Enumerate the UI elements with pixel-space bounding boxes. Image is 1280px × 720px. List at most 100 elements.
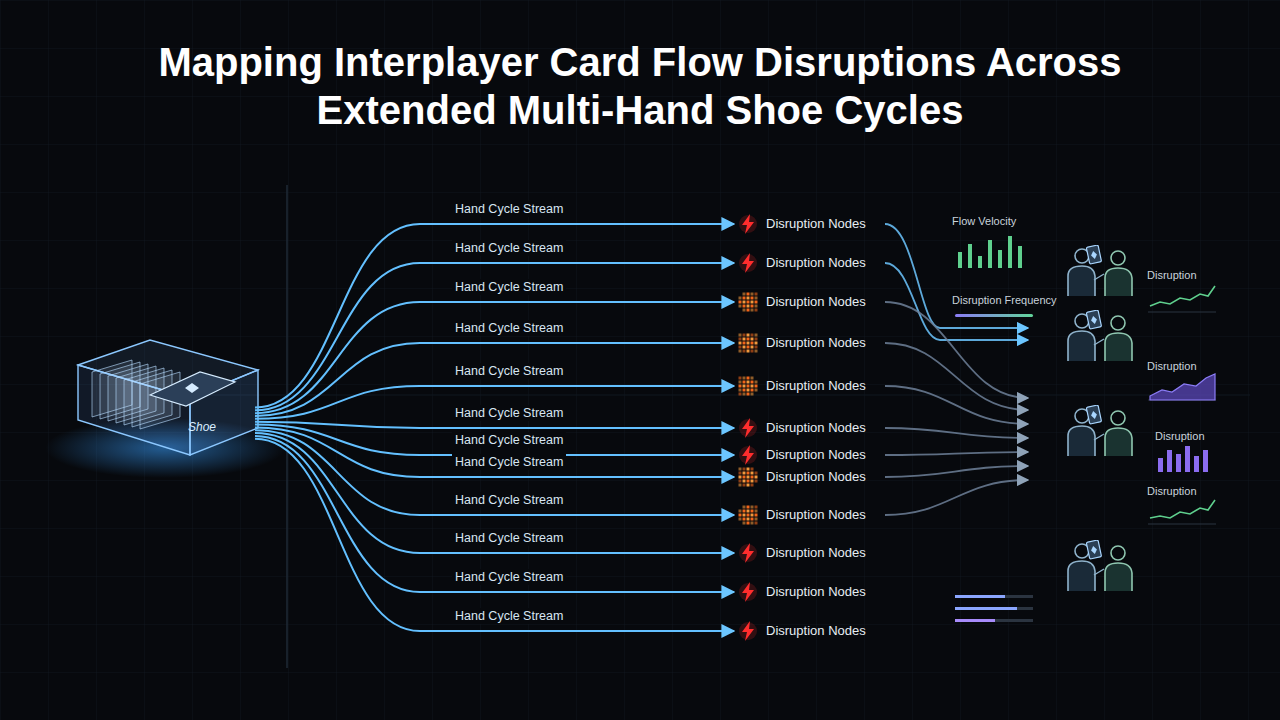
lightning-icon — [742, 582, 754, 602]
burst-icon — [747, 305, 750, 308]
burst-icon — [743, 506, 746, 509]
burst-icon — [739, 514, 742, 517]
burst-icon — [743, 381, 746, 384]
burst-icon — [747, 506, 750, 509]
burst-icon — [747, 342, 750, 345]
burst-icon — [755, 506, 758, 509]
burst-icon — [747, 334, 750, 337]
bar — [1194, 456, 1199, 472]
burst-icon — [747, 518, 750, 521]
burst-icon — [755, 514, 758, 517]
burst-icon — [739, 338, 742, 341]
burst-icon — [743, 301, 746, 304]
mini-chart — [1148, 500, 1216, 524]
burst-icon — [751, 480, 754, 483]
title: Mapping Interplayer Card Flow Disruption… — [120, 38, 1160, 134]
burst-icon — [739, 305, 742, 308]
lightning-icon — [742, 543, 754, 563]
node-label: Disruption Nodes — [766, 333, 866, 353]
disruption-icons — [739, 214, 758, 641]
node-label: Disruption Nodes — [766, 214, 866, 234]
burst-icon — [751, 476, 754, 479]
burst-icon — [751, 301, 754, 304]
stream-connector — [255, 436, 734, 592]
burst-icon — [751, 334, 754, 337]
bar — [998, 250, 1002, 268]
burst-icon — [739, 377, 742, 380]
burst-icon — [747, 393, 750, 396]
stream-label: Hand Cycle Stream — [452, 240, 566, 256]
disruption-node: Disruption Nodes — [736, 292, 868, 312]
icon-glow — [739, 622, 757, 640]
stream-label: Hand Cycle Stream — [452, 492, 566, 508]
stream-label: Hand Cycle Stream — [452, 320, 566, 336]
stream-label: Hand Cycle Stream — [452, 530, 566, 546]
bar — [1176, 454, 1181, 472]
velocity-bars — [958, 236, 1022, 268]
bar-track — [955, 607, 1033, 610]
burst-icon — [739, 468, 742, 471]
burst-icon — [751, 381, 754, 384]
stream-label: Hand Cycle Stream — [452, 405, 566, 421]
bar — [978, 256, 982, 268]
burst-icon — [743, 334, 746, 337]
burst-icon — [743, 297, 746, 300]
burst-icon — [755, 350, 758, 353]
bar — [1008, 236, 1012, 268]
disruption-node: Disruption Nodes — [736, 376, 868, 396]
stream-label: Hand Cycle Stream — [452, 201, 566, 217]
player-pair — [1068, 405, 1132, 456]
bar — [1018, 246, 1022, 268]
burst-icon — [739, 385, 742, 388]
bar-fill — [955, 607, 1017, 610]
burst-icon — [743, 510, 746, 513]
lightning-icon — [742, 621, 754, 641]
disruption-node: Disruption Nodes — [736, 582, 868, 602]
burst-icon — [747, 293, 750, 296]
burst-icon — [743, 480, 746, 483]
burst-icon — [743, 350, 746, 353]
burst-icon — [739, 480, 742, 483]
burst-icon — [751, 472, 754, 475]
burst-icon — [751, 346, 754, 349]
node-label: Disruption Nodes — [766, 543, 866, 563]
stream-connector — [255, 439, 734, 631]
burst-icon — [755, 342, 758, 345]
burst-icon — [747, 522, 750, 525]
progress-bars — [955, 595, 1033, 622]
node-label: Disruption Nodes — [766, 376, 866, 396]
chart-label: Disruption — [1147, 269, 1197, 282]
chart-axis — [1148, 524, 1216, 525]
burst-icon — [743, 377, 746, 380]
disruption-node: Disruption Nodes — [736, 505, 868, 525]
burst-icon — [755, 309, 758, 312]
flow-line — [885, 452, 1028, 455]
burst-icon — [739, 393, 742, 396]
node-label: Disruption Nodes — [766, 621, 866, 641]
node-label: Disruption Nodes — [766, 292, 866, 312]
node-label: Disruption Nodes — [766, 253, 866, 273]
burst-icon — [747, 468, 750, 471]
stream-label: Hand Cycle Stream — [452, 279, 566, 295]
burst-icon — [739, 346, 742, 349]
burst-icon — [743, 476, 746, 479]
burst-icon — [739, 510, 742, 513]
stream-label: Hand Cycle Stream — [452, 363, 566, 379]
burst-icon — [739, 472, 742, 475]
bar-track — [955, 619, 1033, 622]
burst-icon — [743, 484, 746, 487]
bar — [1185, 446, 1190, 472]
burst-icon — [743, 472, 746, 475]
burst-icon — [751, 305, 754, 308]
metric-label: Disruption Frequency — [952, 294, 1057, 307]
mini-chart — [1158, 446, 1208, 472]
burst-icon — [747, 338, 750, 341]
stream-connector — [255, 422, 734, 428]
burst-icon — [751, 338, 754, 341]
burst-icon — [747, 389, 750, 392]
burst-icon — [751, 309, 754, 312]
shoe-illustration — [45, 340, 285, 478]
burst-icon — [747, 309, 750, 312]
